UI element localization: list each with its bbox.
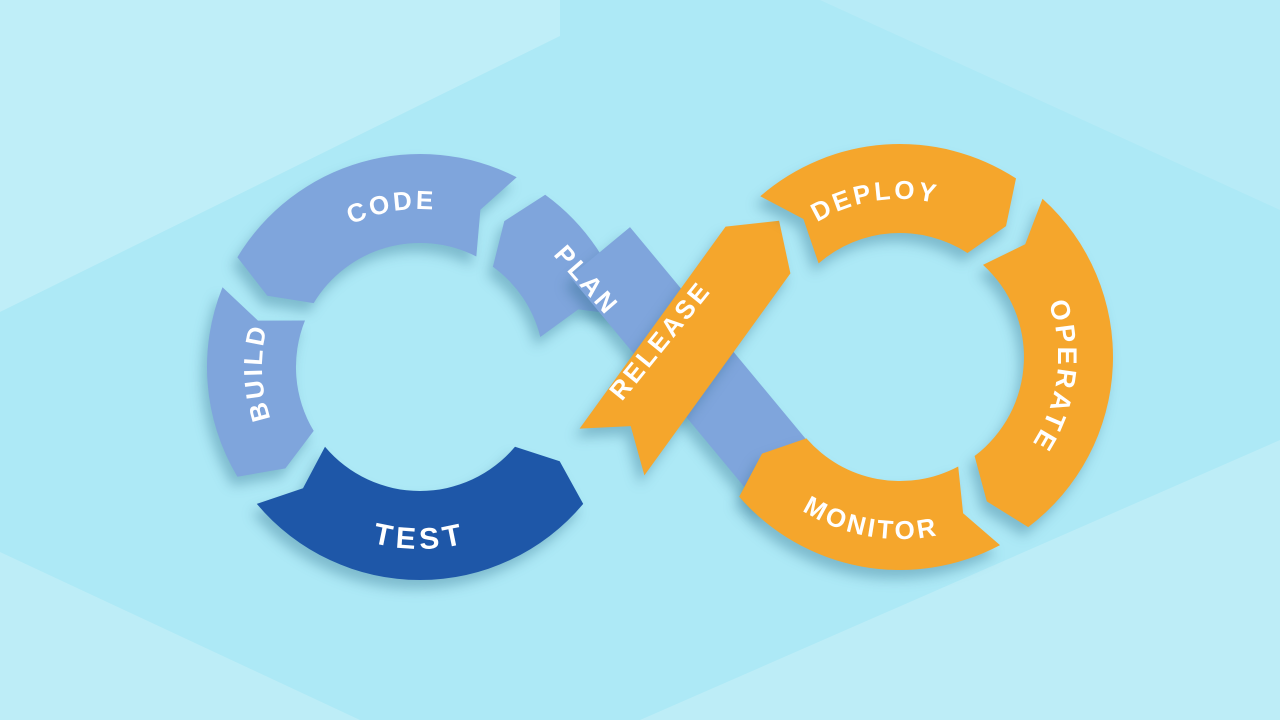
segment-monitor <box>739 438 1000 571</box>
segment-operate <box>974 198 1113 528</box>
background-streak <box>820 0 1280 210</box>
ribbon-release <box>579 220 791 476</box>
label-test: TEST <box>371 517 469 556</box>
segment-deploy <box>760 144 1016 264</box>
background-streak <box>0 0 560 312</box>
background-streak <box>0 552 360 720</box>
segment-build <box>206 287 314 477</box>
label-build: BUILD <box>238 321 276 425</box>
segment-code <box>237 153 517 304</box>
segment-test <box>256 446 584 581</box>
background-streak <box>640 440 1280 720</box>
